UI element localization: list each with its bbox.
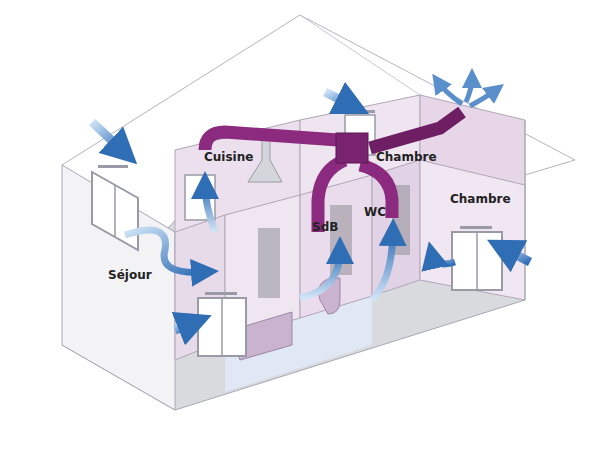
- airflow-arrow: [432, 255, 455, 264]
- ventilation-unit: [336, 133, 368, 163]
- window-frame: [476, 232, 478, 290]
- room-label: SdB: [312, 220, 338, 234]
- duct: [370, 112, 462, 148]
- extraction-duct: [205, 112, 462, 232]
- duct: [360, 165, 392, 218]
- room-label: Séjour: [108, 268, 152, 282]
- exhaust-arrow: [438, 82, 462, 104]
- corner-line: [525, 120, 526, 300]
- air-inlet: [345, 110, 375, 113]
- room-label: WC: [364, 205, 386, 219]
- window-frame: [221, 298, 223, 356]
- window: [198, 298, 246, 356]
- airflow-arrow: [205, 185, 215, 232]
- partition-wall: [300, 175, 372, 318]
- exhaust-arrow: [470, 90, 496, 106]
- airflow-arrow: [92, 122, 124, 152]
- airflow-arrow: [325, 92, 353, 106]
- airflow-arrow: [300, 250, 340, 298]
- duct: [205, 132, 338, 150]
- roof-line: [300, 15, 420, 95]
- room-label: Chambre: [450, 192, 511, 206]
- airflow-arrow: [372, 232, 393, 300]
- air-inlet: [460, 226, 492, 229]
- partition-wall: [420, 160, 525, 300]
- air-inlet: [98, 165, 128, 168]
- window-frame: [114, 185, 116, 237]
- window: [92, 172, 138, 250]
- window: [452, 232, 502, 290]
- door: [258, 228, 280, 298]
- room-label: Chambre: [376, 150, 437, 164]
- airflow-arrow: [125, 230, 205, 272]
- air-inlet: [205, 292, 237, 295]
- airflow-arrow: [175, 322, 195, 330]
- room-label: Cuisine: [204, 150, 253, 164]
- left-wall: [62, 165, 175, 410]
- exhaust-arrow: [466, 78, 472, 102]
- airflow-arrow: [503, 248, 530, 262]
